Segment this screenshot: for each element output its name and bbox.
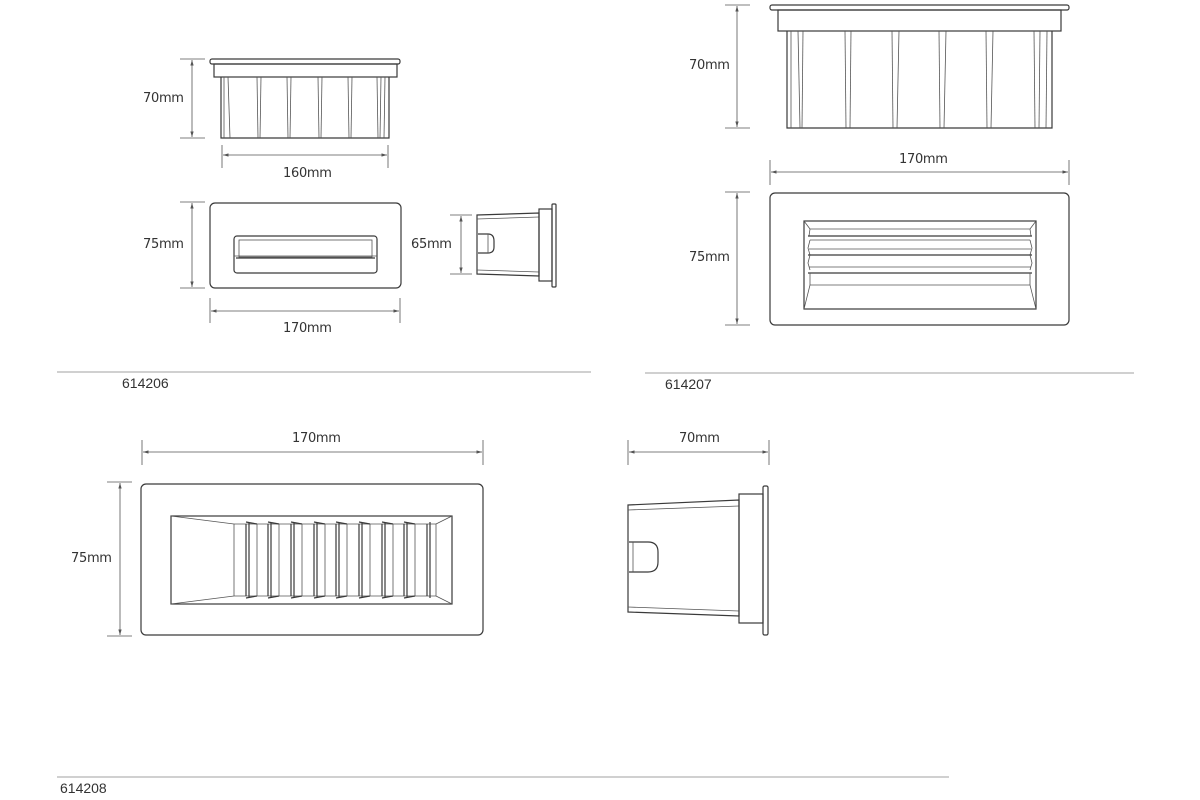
614206-profile-view [476,203,557,288]
614206-side-height-dimension [180,58,205,139]
614207-front-width-label: 170mm [899,152,948,167]
614207-side-height-label: 70mm [689,58,730,73]
614206-product-code: 614206 [122,375,169,391]
614206-front-width-label: 170mm [283,321,332,336]
614207-side-height-dimension [725,4,750,129]
614208-front-view [140,483,484,636]
614206-side-view [209,58,401,139]
614206-profile-depth-dimension [450,214,472,275]
614208-front-height-label: 75mm [71,551,112,566]
614208-profile-depth-label: 70mm [679,431,720,446]
614208-profile-depth-dimension [627,440,770,465]
614207-front-width-dimension [769,160,1070,185]
614206-front-height-label: 75mm [143,237,184,252]
614208-front-height-dimension [107,481,132,637]
614207-side-view [769,4,1070,129]
614208-front-width-label: 170mm [292,431,341,446]
614207-front-height-label: 75mm [689,250,730,265]
614206-side-width-dimension [221,145,389,168]
614206-side-height-label: 70mm [143,91,184,106]
614206-profile-depth-label: 65mm [411,237,452,252]
614207-front-height-dimension [725,191,750,326]
614206-front-width-dimension [209,298,401,323]
614206-side-width-label: 160mm [283,166,332,181]
614206-front-height-dimension [180,201,205,289]
614208-product-code: 614208 [60,780,107,796]
614208-front-width-dimension [141,440,484,465]
614208-profile-view [627,485,769,636]
614206-front-view [209,202,402,289]
614207-product-code: 614207 [665,376,712,392]
614207-front-view [769,192,1070,326]
